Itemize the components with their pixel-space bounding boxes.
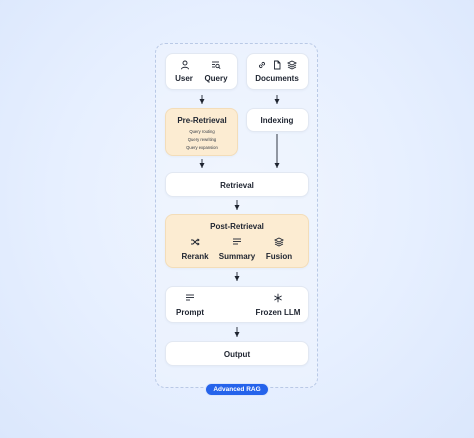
document-icon [272,60,282,70]
fusion-label: Fusion [265,252,293,261]
prompt-label: Prompt [176,308,204,317]
prompt-llm-box [165,286,309,323]
prompt-icon [185,293,195,303]
snowflake-icon [273,293,283,303]
output-box [165,341,309,366]
query-icon [211,60,221,70]
pre-retrieval-item: Query routing [189,129,215,134]
summary-label: Summary [218,252,256,261]
rerank-label: Rerank [181,252,209,261]
advanced-rag-badge: Advanced RAG [205,383,269,396]
retrieval-box [165,172,309,197]
query-label: Query [204,74,228,83]
indexing-label: Indexing [260,116,294,125]
frozen-llm-label: Frozen LLM [255,308,301,317]
pre-retrieval-title: Pre-Retrieval [177,116,227,125]
layers-icon [287,60,297,70]
shuffle-icon [190,237,200,247]
user-icon [180,60,190,70]
summary-icon [232,237,242,247]
documents-box [246,53,309,90]
user-query-box [165,53,238,90]
post-retrieval-box [165,214,309,268]
retrieval-label: Retrieval [220,181,254,190]
pre-retrieval-box [165,108,238,156]
fusion-icon [274,237,284,247]
post-retrieval-title: Post-Retrieval [210,222,264,231]
user-label: User [175,74,193,83]
link-icon [257,60,267,70]
output-label: Output [223,350,251,359]
indexing-box [246,108,309,132]
pre-retrieval-item: Query rewriting [187,137,217,142]
pre-retrieval-item: Query expansion [186,145,218,150]
documents-label: Documents [255,74,299,83]
